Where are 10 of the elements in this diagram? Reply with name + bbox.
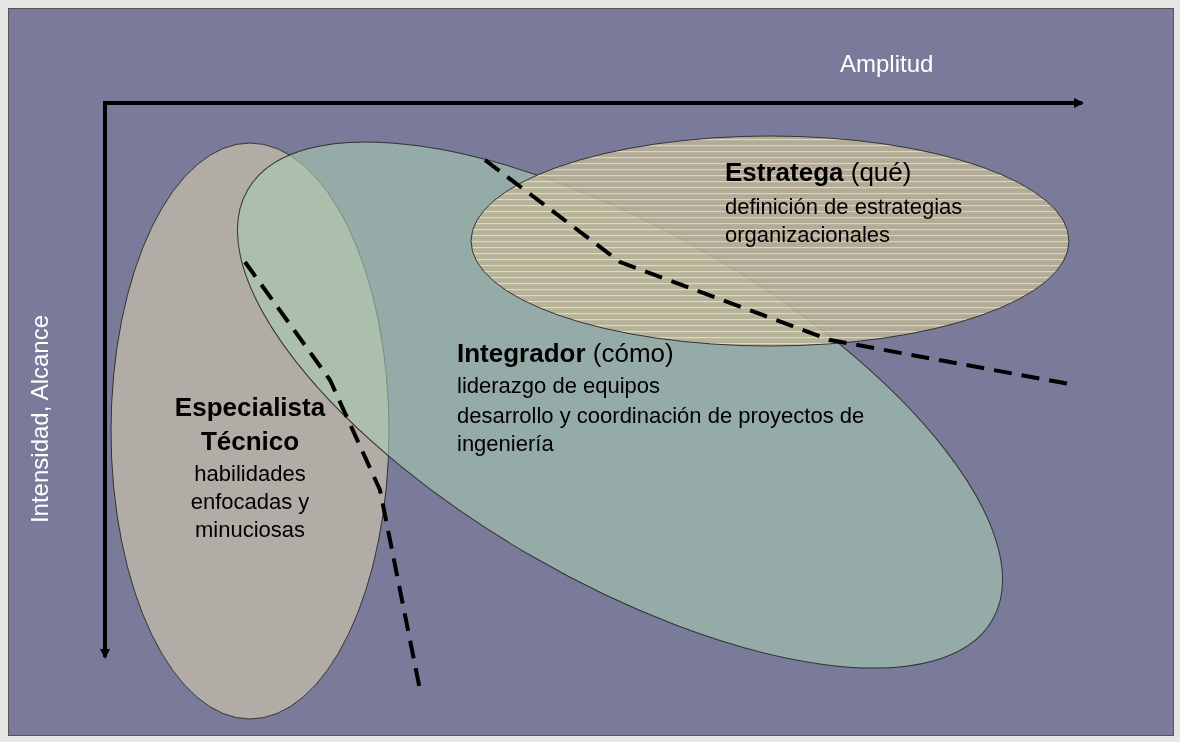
role-heading: Estratega (qué) [725, 156, 913, 189]
axis-label: Amplitud [840, 50, 934, 78]
role-description: habilidades enfocadas y minuciosas [189, 460, 311, 544]
axis-label: Intensidad, Alcance [26, 314, 54, 524]
role-heading: Integrador (cómo) [457, 337, 675, 370]
role-heading: Especialista Técnico [173, 391, 327, 458]
ellipse-region [110, 142, 390, 720]
role-description: desarrollo y coordinación de proyectos de ingeniería [457, 402, 866, 458]
role-description: liderazgo de equipos [457, 372, 662, 400]
role-description: definición de estrategias organizacionales [725, 193, 964, 249]
